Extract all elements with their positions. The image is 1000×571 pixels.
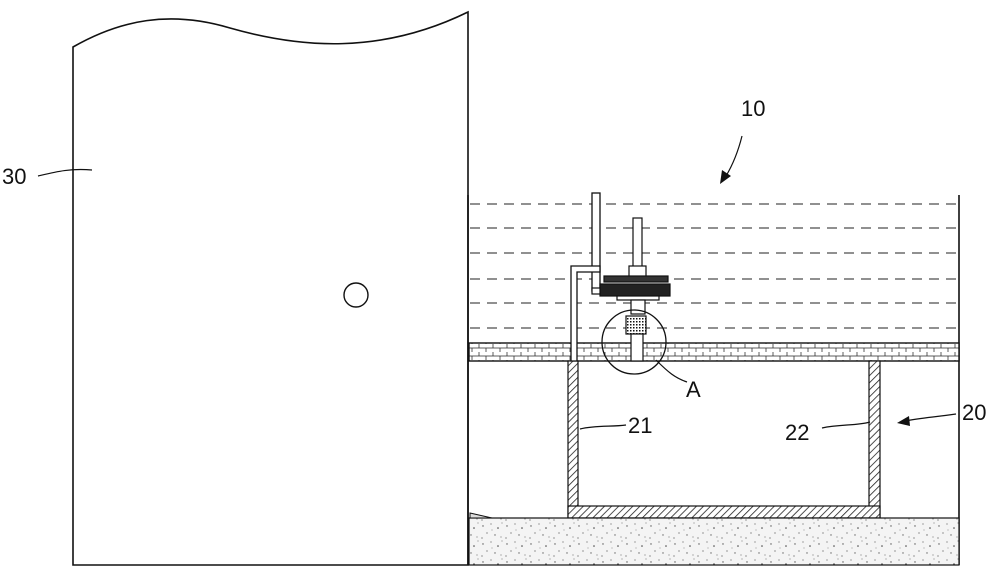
label-20: 20 [962,400,986,425]
pool-floor-slab [468,342,960,362]
leader-lines [37,135,957,430]
support-base-beam [567,505,881,519]
side-pipe [570,192,601,362]
detail-circle-a [601,309,667,375]
label-10: 10 [741,96,765,121]
label-a: A [686,377,701,402]
ground-sand [468,517,960,566]
label-22: 22 [785,420,809,445]
support-column-21 [567,360,579,519]
label-30: 30 [2,164,26,189]
building-body [72,10,469,566]
label-21: 21 [628,413,652,438]
arrowhead-20 [897,416,910,426]
ground-wedge [469,512,493,519]
center-device [591,217,671,362]
support-column-22 [868,360,881,519]
water-surface-lines [470,203,957,329]
building-hole [343,282,369,308]
arrowhead-10 [720,170,731,184]
